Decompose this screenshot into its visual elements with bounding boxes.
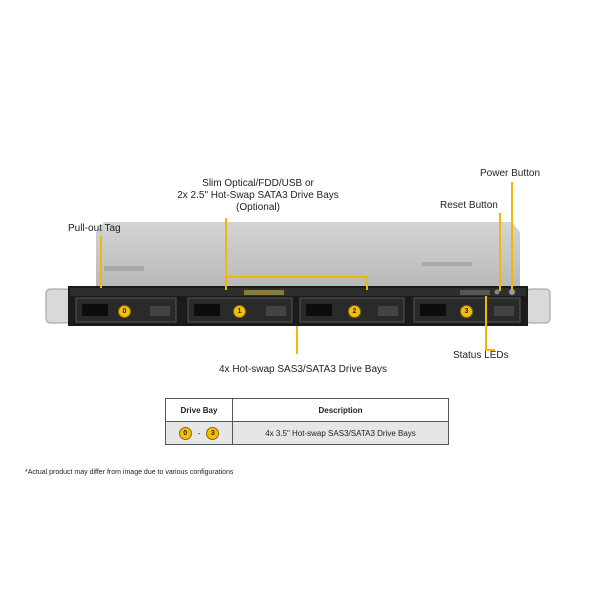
front-panel-top-strip xyxy=(70,288,526,296)
status-led-strip xyxy=(460,290,490,295)
leader-status-leds-h xyxy=(485,349,495,351)
callout-reset-button: Reset Button xyxy=(440,200,498,211)
leader-reset-button xyxy=(499,213,501,291)
cell-description: 4x 3.5" Hot-swap SAS3/SATA3 Drive Bays xyxy=(232,421,449,445)
bay-number-0: 0 xyxy=(118,305,131,318)
callout-slim-line1: Slim Optical/FDD/USB or xyxy=(202,178,314,189)
footnote: *Actual product may differ from image du… xyxy=(25,469,234,476)
bay-number-3: 3 xyxy=(460,305,473,318)
bay-number-1: 1 xyxy=(233,305,246,318)
callout-status-leds: Status LEDs xyxy=(453,350,509,361)
table-header-row: Drive Bay Description xyxy=(165,398,449,422)
brand-badge xyxy=(244,290,284,295)
leader-drive-bays xyxy=(296,326,298,354)
callout-slim-line3: (Optional) xyxy=(236,202,280,213)
rack-ear-left xyxy=(45,288,71,324)
leader-power-button xyxy=(511,182,513,290)
reset-button-knob xyxy=(494,289,500,295)
leader-slim-horizontal xyxy=(225,276,368,278)
cover-vent-left xyxy=(104,266,144,271)
drive-bay-table: Drive Bay Description 0-3 4x 3.5" Hot-sw… xyxy=(165,398,449,445)
cover-vent-right xyxy=(422,262,472,266)
power-button-knob xyxy=(509,289,515,295)
leader-slim-optical xyxy=(225,218,227,290)
table-row: 0-3 4x 3.5" Hot-swap SAS3/SATA3 Drive Ba… xyxy=(165,421,449,445)
leader-status-leds xyxy=(485,296,487,349)
header-description: Description xyxy=(232,398,449,422)
bay-number-2: 2 xyxy=(348,305,361,318)
top-cover xyxy=(96,222,520,287)
leader-pull-out-tag xyxy=(100,236,102,288)
cell-drive-bay-range: 0-3 xyxy=(165,421,233,445)
range-from-badge: 0 xyxy=(178,426,192,440)
callout-slim-optical: Slim Optical/FDD/USB or 2x 2.5" Hot-Swap… xyxy=(158,178,358,214)
callout-power-button: Power Button xyxy=(480,168,541,179)
leader-slim-right xyxy=(366,276,368,290)
rack-ear-right xyxy=(525,288,551,324)
callout-drive-bays: 4x Hot-swap SAS3/SATA3 Drive Bays xyxy=(219,364,388,375)
range-separator: - xyxy=(197,428,201,438)
callout-slim-line2: 2x 2.5" Hot-Swap SATA3 Drive Bays xyxy=(177,190,339,201)
range-to-badge: 3 xyxy=(206,426,220,440)
header-drive-bay: Drive Bay xyxy=(165,398,233,422)
callout-pull-out-tag: Pull-out Tag xyxy=(68,223,121,234)
